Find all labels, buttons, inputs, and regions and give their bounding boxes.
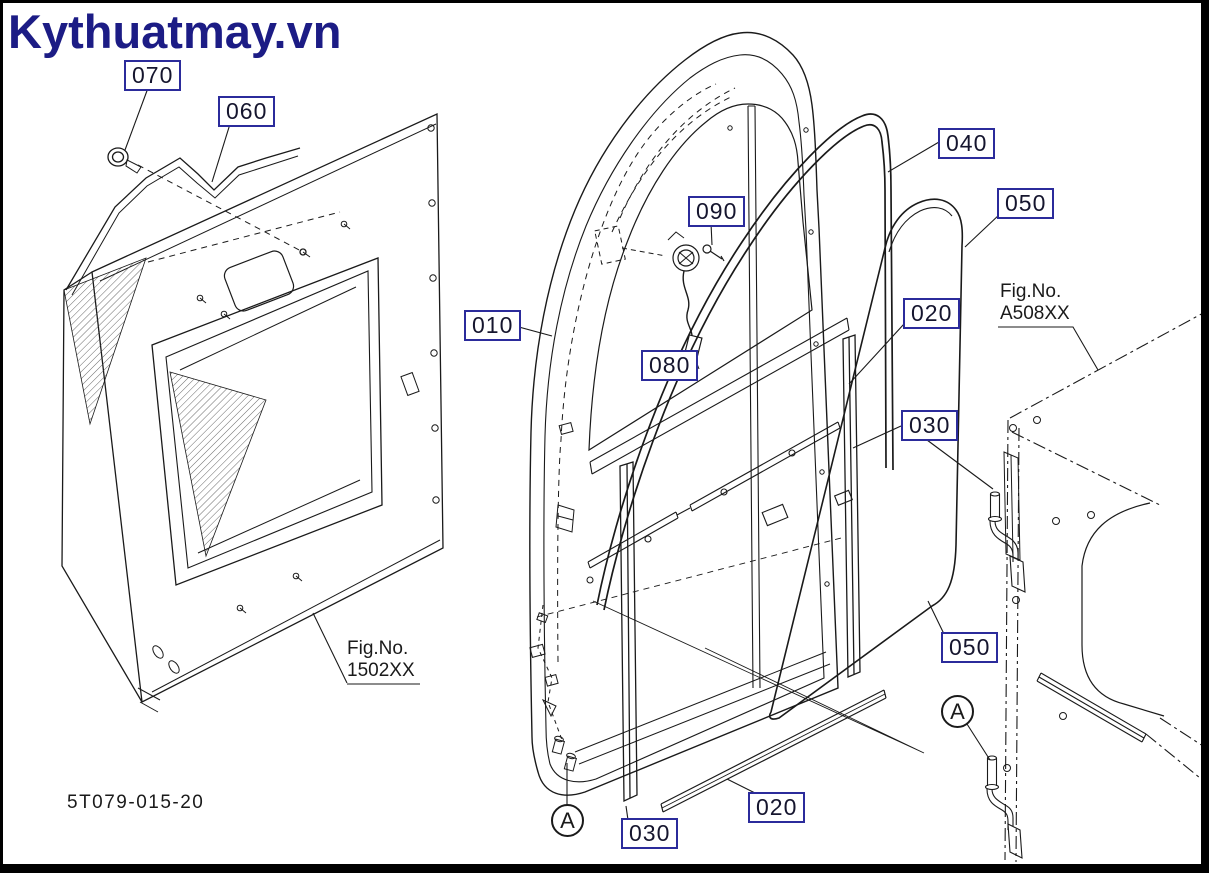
hinge-pin-lower <box>984 755 1023 859</box>
figure-ref-prefix: Fig.No. <box>347 638 409 659</box>
callout-060: 060 <box>218 96 276 127</box>
drawing-number: 5T079-015-20 <box>67 792 205 813</box>
watermark-logo: Kythuatmay.vn <box>8 5 342 58</box>
callout-080: 080 <box>641 350 699 381</box>
cab-structure-phantom <box>984 311 1207 863</box>
glass-channel-040 <box>596 113 894 611</box>
callout-090: 090 <box>688 196 746 227</box>
figure-ref-prefix: Fig.No. <box>1000 281 1062 302</box>
callout-020-right: 020 <box>903 298 961 329</box>
callout-leader-lines <box>124 87 1099 821</box>
rear-panel-assembly <box>61 112 444 713</box>
figure-ref-number: A508XX <box>1000 303 1070 324</box>
callout-010: 010 <box>464 310 522 341</box>
callout-050-top: 050 <box>997 188 1055 219</box>
callout-040: 040 <box>938 128 996 159</box>
callout-050-bottom: 050 <box>941 632 999 663</box>
figure-ref-number: 1502XX <box>347 660 415 681</box>
callout-020-bottom: 020 <box>748 792 806 823</box>
seal-020-bottom <box>660 689 887 813</box>
screw-090 <box>702 244 725 262</box>
callout-030-right: 030 <box>901 410 959 441</box>
door-glass-050 <box>768 198 964 720</box>
door-glass-and-seals <box>536 113 964 813</box>
callout-070: 070 <box>124 60 182 91</box>
hinge-pin-upper <box>987 491 1026 593</box>
figure-ref-a508xx: Fig.No. A508XX <box>1000 281 1070 325</box>
detail-marker-a-right: A <box>941 695 974 728</box>
figure-ref-1502xx: Fig.No. 1502XX <box>347 638 415 682</box>
seal-020-middle <box>587 421 854 569</box>
wiper-motor <box>667 231 703 371</box>
detail-marker-a-left: A <box>551 804 584 837</box>
callout-030-bottom: 030 <box>621 818 679 849</box>
door-frame <box>529 31 850 796</box>
knob-070 <box>107 147 142 174</box>
